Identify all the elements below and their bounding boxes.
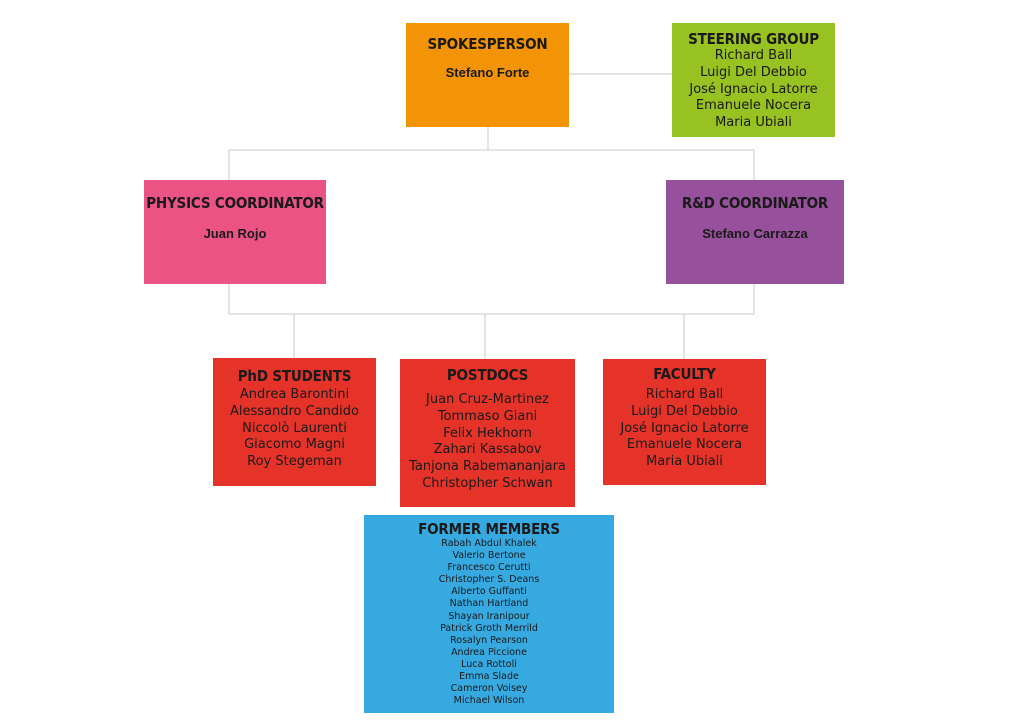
- rnd-coordinator-name: Stefano Carrazza: [702, 226, 808, 241]
- postdoc: Tanjona Rabemananjara: [409, 459, 566, 475]
- faculty-member: Emanuele Nocera: [626, 437, 743, 453]
- former-member: Alberto Guffanti: [451, 586, 527, 598]
- postdocs-title: POSTDOCS: [446, 366, 529, 384]
- former-member: Nathan Hartland: [449, 598, 529, 610]
- phd-students-box: PhD STUDENTS Andrea Barontini Alessandro…: [213, 358, 376, 486]
- faculty-title: FACULTY: [653, 365, 716, 383]
- postdoc: Zahari Kassabov: [433, 442, 542, 458]
- former-member: Rabah Abdul Khalek: [441, 538, 537, 549]
- faculty-member: Richard Ball: [645, 387, 724, 402]
- steering-member: Luigi Del Debbio: [700, 64, 807, 80]
- physics-coordinator-title: PHYSICS COORDINATOR: [146, 194, 324, 212]
- faculty-member: Maria Ubiali: [646, 454, 723, 470]
- spokesperson-box: SPOKESPERSON Stefano Forte: [406, 23, 569, 127]
- postdocs-box: POSTDOCS Juan Cruz-Martinez Tommaso Gian…: [400, 359, 575, 507]
- former-member: Cameron Voisey: [450, 683, 528, 695]
- spokesperson-name: Stefano Forte: [445, 65, 530, 80]
- former-member: Francesco Cerutti: [447, 562, 531, 574]
- former-member: Michael Wilson: [453, 695, 525, 707]
- former-member: Andrea Piccione: [451, 646, 527, 658]
- phd-students-title: PhD STUDENTS: [237, 367, 352, 385]
- faculty-member: Luigi Del Debbio: [631, 403, 738, 419]
- former-member: Valerio Bertone: [452, 550, 526, 562]
- steering-member: Emanuele Nocera: [695, 98, 812, 114]
- physics-coordinator-name: Juan Rojo: [203, 226, 267, 241]
- faculty-member: José Ignacio Latorre: [620, 420, 749, 436]
- former-member: Rosalyn Pearson: [450, 634, 528, 646]
- phd-student: Andrea Barontini: [239, 387, 350, 402]
- phd-student: Giacomo Magni: [244, 437, 345, 453]
- steering-member: José Ignacio Latorre: [689, 81, 818, 97]
- faculty-box: FACULTY Richard Ball Luigi Del Debbio Jo…: [603, 359, 766, 485]
- postdoc: Felix Hekhorn: [443, 425, 532, 441]
- rnd-coordinator-box: R&D COORDINATOR Stefano Carrazza: [666, 180, 844, 284]
- former-member: Patrick Groth Merrild: [440, 622, 538, 634]
- former-member: Christopher S. Deans: [438, 574, 540, 586]
- postdoc: Juan Cruz-Martinez: [426, 392, 549, 407]
- steering-member: Richard Ball: [714, 48, 793, 63]
- phd-student: Alessandro Candido: [229, 403, 359, 419]
- phd-student: Roy Stegeman: [247, 454, 342, 470]
- former-members-box: FORMER MEMBERS Rabah Abdul Khalek Valeri…: [364, 515, 614, 713]
- spokesperson-title: SPOKESPERSON: [427, 35, 548, 53]
- steering-group-box: STEERING GROUP Richard Ball Luigi Del De…: [672, 23, 835, 137]
- phd-student: Niccolò Laurenti: [242, 420, 347, 436]
- former-member: Luca Rottoli: [461, 658, 517, 670]
- former-members-title: FORMER MEMBERS: [418, 520, 560, 538]
- postdoc: Christopher Schwan: [422, 475, 553, 491]
- steering-member: Maria Ubiali: [715, 115, 792, 131]
- rnd-coordinator-title: R&D COORDINATOR: [681, 194, 829, 212]
- former-member: Shayan Iranipour: [448, 610, 530, 622]
- postdoc: Tommaso Giani: [437, 408, 538, 424]
- physics-coordinator-box: PHYSICS COORDINATOR Juan Rojo: [144, 180, 326, 284]
- steering-group-title: STEERING GROUP: [688, 30, 819, 48]
- former-member: Emma Slade: [459, 671, 519, 683]
